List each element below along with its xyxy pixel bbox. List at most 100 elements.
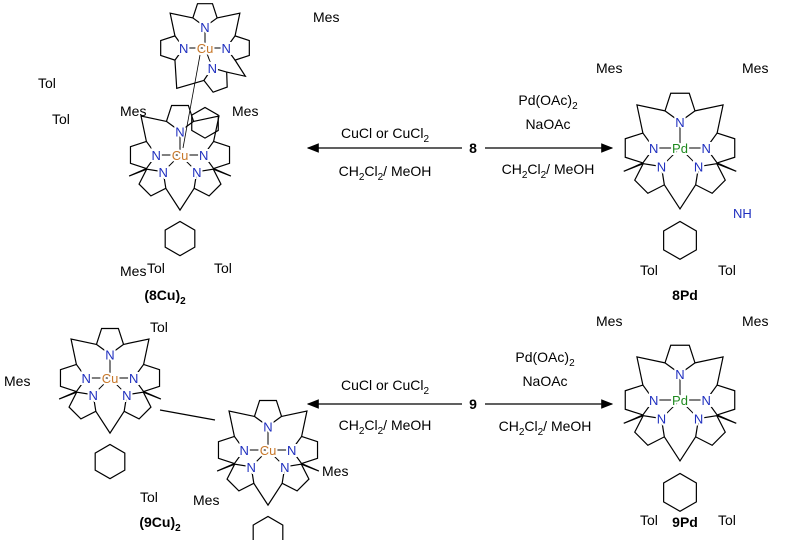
meso-bond (226, 59, 247, 78)
meso-bond (58, 391, 77, 400)
pyrrole-ring (138, 168, 167, 197)
meso-bond (216, 463, 235, 472)
pyrrole-ring (634, 163, 665, 194)
meso-bond (636, 356, 666, 386)
meso-bond (165, 188, 195, 212)
meso-bond (70, 338, 97, 365)
reagent-naoac: NaOAc (525, 116, 570, 132)
meso-bond (694, 356, 724, 386)
fused-benzene-ring (252, 515, 284, 540)
nitrogen-atom: N (159, 165, 168, 180)
product-label-8pd: 8Pd (672, 287, 698, 303)
mes-label: Mes (596, 313, 622, 329)
meso-bond (694, 104, 724, 134)
pyrrole-ring (217, 435, 245, 465)
meso-bond (174, 60, 205, 90)
reagent-cucl-2: CuCl or CuCl2 (341, 377, 429, 397)
fused-benzene-ring (164, 220, 196, 257)
pyrrole-ring (226, 463, 255, 492)
pyrrole-ring (695, 163, 726, 194)
meso-bond (663, 184, 697, 210)
pyrrole-ring (695, 415, 726, 446)
mes-label: Mes (193, 492, 219, 508)
mes-label: Mes (742, 313, 768, 329)
nitrogen-atom: N (82, 371, 91, 386)
pyrrole-ring (203, 67, 228, 93)
nitrogen-atom: N (208, 61, 217, 76)
nitrogen-atom: N (263, 419, 272, 434)
coordination-bond (679, 399, 699, 419)
pyrrole-ring (160, 35, 185, 61)
tol-label: Tol (718, 262, 736, 278)
nitrogen-atom: N (657, 412, 666, 427)
coordination-bond (661, 147, 681, 167)
coordination-bond (179, 154, 198, 173)
solvent-right-2: CH2Cl2/ MeOH (499, 418, 592, 438)
nitrogen-atom: N (200, 20, 209, 35)
coordination-bond (250, 449, 269, 468)
pyrrole-ring (95, 327, 125, 355)
substituents: Mes Tol Tol Mes Mes Tol Tol Mes Mes Tol … (4, 9, 768, 528)
pyrrole-ring (59, 363, 87, 393)
nitrogen-atom: N (280, 460, 289, 475)
fused-benzene-ring (663, 472, 697, 512)
pyrrole-ring (705, 132, 736, 164)
meso-bond (623, 162, 644, 172)
metal-atom: Cu (172, 148, 189, 163)
solvent-left: CH2Cl2/ MeOH (339, 163, 432, 183)
pyrrole-ring (281, 463, 310, 492)
metal-atom: Cu (197, 41, 214, 56)
nitrogen-atom: N (247, 460, 256, 475)
pyrrole-ring (253, 399, 283, 427)
metal-atom: Cu (102, 371, 119, 386)
metal-atom: Cu (260, 443, 277, 458)
product-label-9cu2: (9Cu)2 (139, 514, 181, 534)
pyrrole-ring (705, 384, 736, 416)
nitrogen-atom: N (702, 393, 711, 408)
tol-label: Tol (214, 260, 232, 276)
nitrogen-atom: N (222, 41, 231, 56)
meso-bond (128, 168, 147, 177)
coordination-bond (679, 147, 699, 167)
tol-label: Tol (38, 75, 56, 91)
nitrogen-atom: N (675, 367, 684, 382)
reagent-naoac-2: NaOAc (522, 373, 567, 389)
nitrogen-atom: N (152, 148, 161, 163)
nitrogen-atom: N (287, 443, 296, 458)
start-compound-8: 8 (469, 140, 477, 156)
nitrogen-atom: N (694, 160, 703, 175)
solvent-right: CH2Cl2/ MeOH (502, 161, 595, 181)
pyrrole-ring (225, 35, 250, 61)
meso-bond (217, 12, 241, 36)
nh-group: NH (733, 206, 752, 221)
meso-bond (716, 414, 737, 424)
pyrrole-ring (624, 132, 655, 164)
nitrogen-atom: N (175, 124, 184, 139)
meso-bond (623, 414, 644, 424)
pyrrole-ring (129, 140, 157, 170)
pyrrole-ring (165, 104, 195, 132)
nitrogen-atom: N (122, 388, 131, 403)
fused-benzene-ring (663, 220, 697, 260)
meso-bond (95, 411, 125, 435)
mes-label: Mes (742, 60, 768, 76)
nitrogen-atom: N (129, 371, 138, 386)
mes-label: Mes (4, 373, 30, 389)
metal-atom: Pd (672, 141, 688, 156)
pyrrole-ring (68, 391, 97, 420)
meso-bond (253, 483, 283, 507)
nitrogen-atom: N (649, 393, 658, 408)
reagent-pdoac: Pd(OAc)2 (518, 92, 578, 112)
nitrogen-atom: N (649, 141, 658, 156)
mes-label: Mes (232, 103, 258, 119)
meso-bond (663, 436, 697, 462)
pyrrole-ring (664, 344, 696, 375)
tol-label: Tol (150, 319, 168, 335)
solvent-left-2: CH2Cl2/ MeOH (339, 417, 432, 437)
